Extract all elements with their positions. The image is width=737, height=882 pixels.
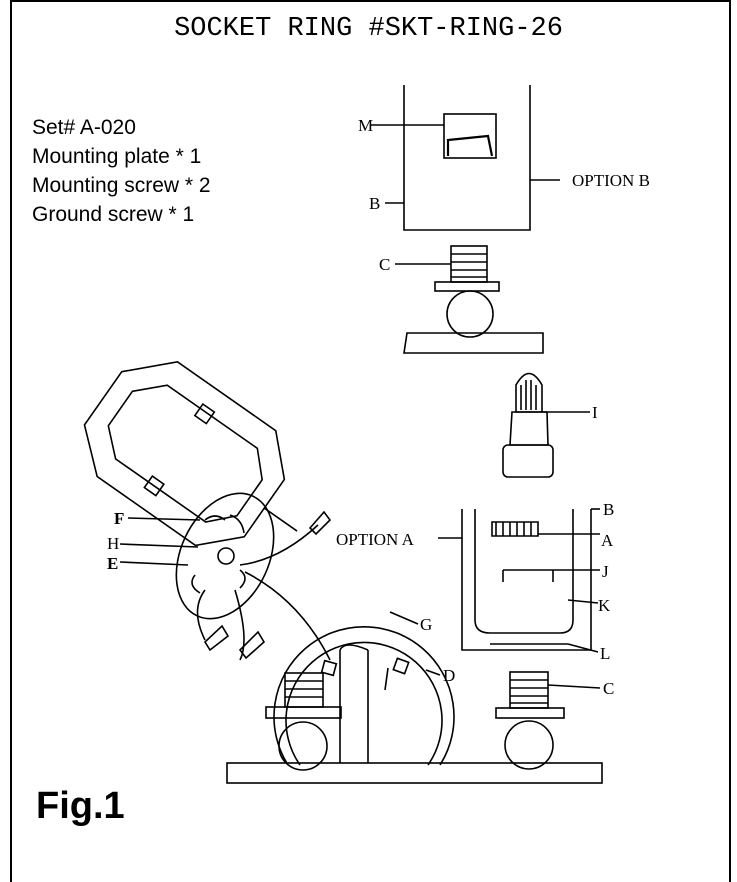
- label-option-b: OPTION B: [572, 171, 650, 190]
- label-f: F: [114, 509, 124, 528]
- figure-label: Fig.1: [36, 785, 125, 827]
- wire-nut-3: [238, 630, 266, 660]
- label-j: J: [602, 562, 609, 581]
- label-i: I: [592, 403, 598, 422]
- option-a-enclosure: [438, 508, 600, 653]
- set-item-mounting-plate: Mounting plate * 1: [32, 145, 202, 168]
- wire-nut-2: [203, 624, 230, 652]
- socket-c-top: [395, 245, 544, 354]
- label-g: G: [420, 615, 432, 634]
- socket-c-right: [495, 671, 601, 770]
- label-a: A: [601, 531, 614, 550]
- label-l: L: [600, 644, 610, 663]
- mounting-disc: [175, 492, 331, 661]
- label-h: H: [107, 534, 119, 553]
- set-info: Set# A-020 Mounting plate * 1 Mounting s…: [32, 113, 211, 229]
- bulb-i: [502, 372, 590, 478]
- label-b-top: B: [369, 194, 380, 213]
- label-d: D: [443, 666, 455, 685]
- label-option-a: OPTION A: [336, 530, 415, 549]
- base-plate: [226, 762, 603, 784]
- set-item-ground-screw: Ground screw * 1: [32, 203, 195, 226]
- label-b-right: B: [603, 500, 614, 519]
- option-b-enclosure: [370, 85, 560, 231]
- set-number: Set# A-020: [32, 116, 136, 139]
- set-item-mounting-screw: Mounting screw * 2: [32, 174, 211, 197]
- page-title: SOCKET RING #SKT-RING-26: [174, 14, 563, 44]
- label-k: K: [598, 596, 611, 615]
- reflector-assembly: [83, 361, 298, 547]
- label-m: M: [358, 116, 373, 135]
- label-c-top: C: [379, 255, 390, 274]
- ring-g: [265, 611, 455, 771]
- wire-nut-1: [308, 510, 332, 536]
- diagram-frame: [10, 0, 731, 882]
- label-e: E: [107, 554, 118, 573]
- label-c-right: C: [603, 679, 614, 698]
